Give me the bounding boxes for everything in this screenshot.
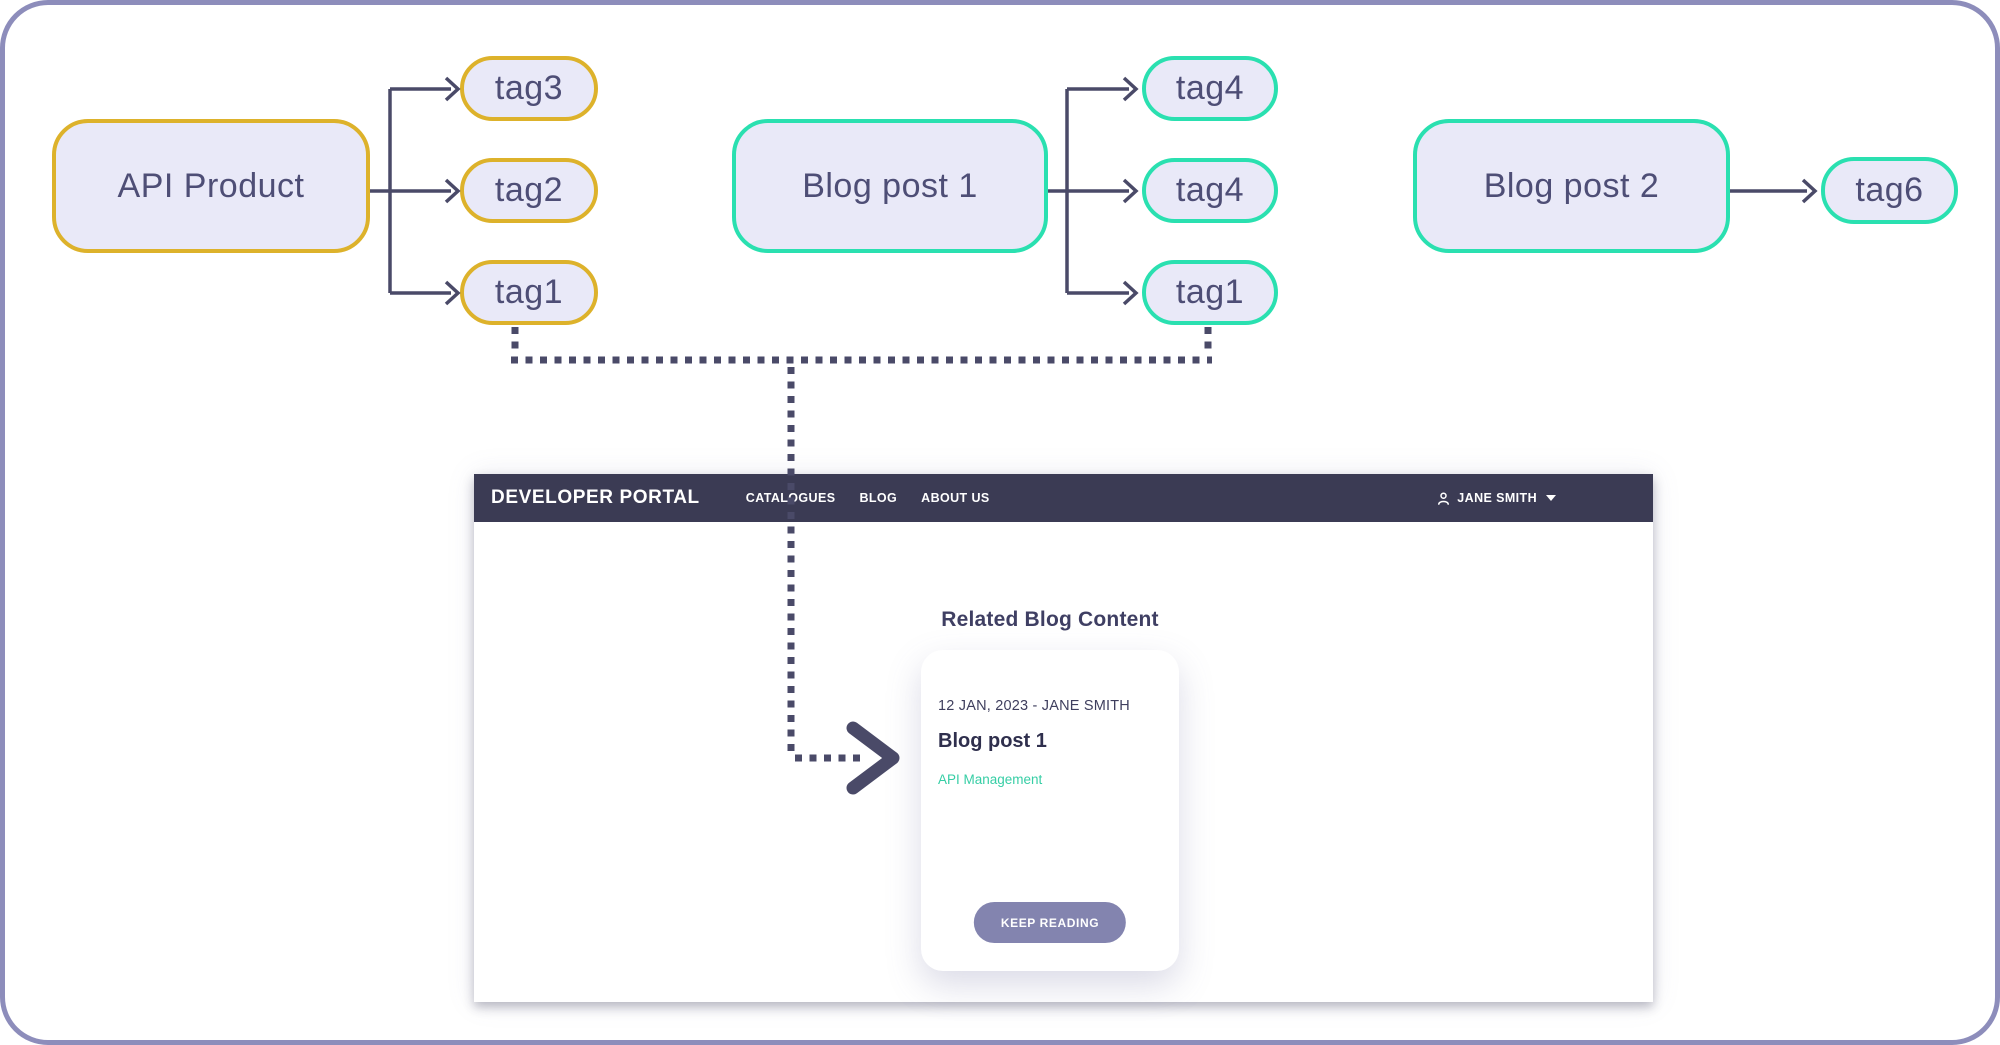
tag-pill: tag3 (460, 56, 598, 121)
blog-post-1-connectors (1048, 76, 1139, 306)
api-product-node: API Product (52, 119, 370, 253)
arrowhead-icon (444, 178, 461, 204)
api-product-connectors (370, 76, 461, 306)
caret-down-icon (1546, 495, 1556, 501)
person-icon (1438, 491, 1450, 505)
arrowhead-icon (1801, 178, 1818, 204)
user-name: JANE SMITH (1457, 491, 1537, 505)
portal-nav: CATALOGUES BLOG ABOUT US (746, 491, 990, 505)
blog-card[interactable]: 12 JAN, 2023 - JANE SMITH Blog post 1 AP… (921, 650, 1179, 971)
nav-item-catalogues[interactable]: CATALOGUES (745, 491, 836, 505)
portal-navbar: DEVELOPER PORTAL CATALOGUES BLOG ABOUT U… (474, 474, 1653, 522)
blog-post-2-node: Blog post 2 (1413, 119, 1730, 253)
developer-portal-window: DEVELOPER PORTAL CATALOGUES BLOG ABOUT U… (474, 474, 1653, 1002)
arrowhead-icon (1122, 178, 1139, 204)
blog-post-1-label: Blog post 1 (802, 166, 978, 205)
arrowhead-icon (444, 280, 461, 306)
user-menu[interactable]: JANE SMITH (1436, 491, 1556, 506)
card-title: Blog post 1 (938, 730, 1047, 752)
section-title: Related Blog Content (941, 608, 1159, 631)
card-tag-link[interactable]: API Management (938, 772, 1043, 787)
card-meta: 12 JAN, 2023 - JANE SMITH (938, 698, 1130, 714)
tag-label: tag1 (1175, 273, 1245, 311)
arrowhead-icon (444, 76, 461, 102)
arrowhead-icon (1122, 76, 1139, 102)
nav-item-about-us[interactable]: ABOUT US (921, 491, 990, 505)
tag-pill: tag4 (1142, 56, 1278, 121)
tag-label: tag2 (494, 171, 564, 209)
arrowhead-icon (1122, 280, 1139, 306)
tag-pill: tag4 (1142, 158, 1278, 223)
tag-label: tag3 (494, 69, 564, 107)
api-product-label: API Product (117, 166, 305, 205)
blog-post-2-label: Blog post 2 (1483, 166, 1660, 205)
keep-reading-button[interactable]: KEEP READING (973, 902, 1127, 943)
blog-post-2-connector (1730, 178, 1818, 204)
tag-label: tag1 (494, 273, 564, 311)
nav-item-blog[interactable]: BLOG (859, 491, 898, 505)
tag-label: tag4 (1175, 69, 1245, 107)
portal-brand: DEVELOPER PORTAL (491, 487, 700, 508)
tag-pill: tag2 (460, 158, 598, 223)
tag-pill: tag1 (1142, 260, 1278, 325)
blog-post-1-node: Blog post 1 (732, 119, 1048, 253)
tag-pill: tag1 (460, 260, 598, 325)
portal-content: Related Blog Content 12 JAN, 2023 - JANE… (474, 522, 1653, 1002)
tag-label: tag6 (1855, 171, 1924, 209)
tag-label: tag4 (1175, 171, 1245, 209)
tag-pill: tag6 (1821, 157, 1958, 224)
